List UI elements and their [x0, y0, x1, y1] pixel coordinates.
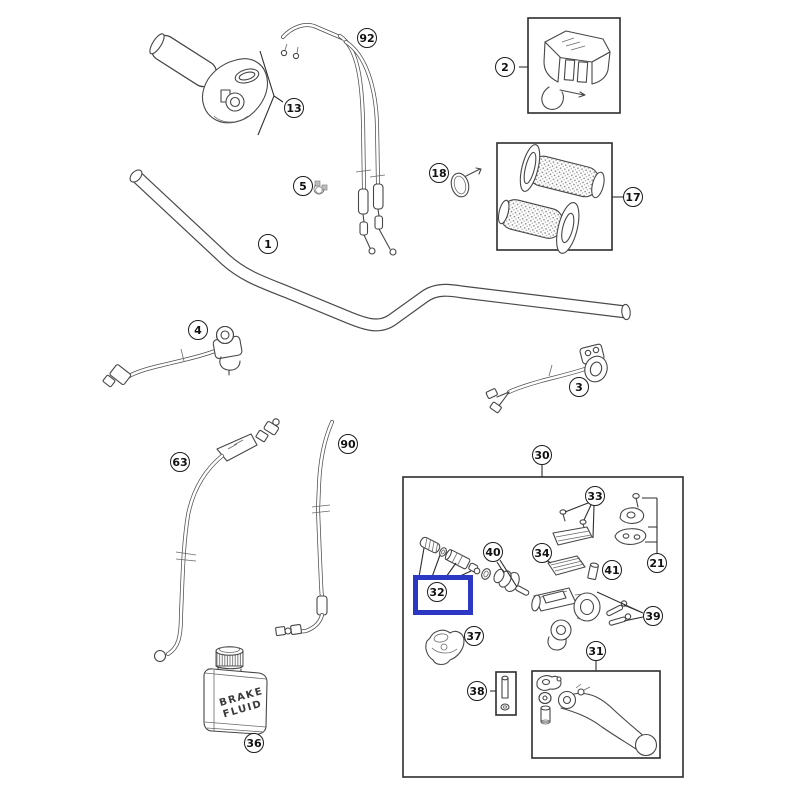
- part-callout-30[interactable]: 30: [532, 445, 552, 465]
- selected-part-highlight: [413, 575, 473, 615]
- throttle-cover-kit-box: [527, 17, 621, 114]
- part-callout-41[interactable]: 41: [602, 560, 622, 580]
- part-callout-18[interactable]: 18: [429, 163, 449, 183]
- grip-set-box: [496, 142, 613, 254]
- part-callout-31[interactable]: 31: [586, 641, 606, 661]
- lever-cover-drawing: [425, 629, 465, 666]
- kill-switch-drawing: [102, 325, 243, 388]
- pin-drawing: [587, 562, 599, 581]
- throttle-cable-drawing: [275, 420, 334, 637]
- brake-fluid-bottle-drawing: BRAKE FLUID: [203, 646, 268, 735]
- part-callout-32[interactable]: 32: [427, 582, 447, 602]
- part-callout-3[interactable]: 3: [569, 377, 589, 397]
- part-callout-39[interactable]: 39: [643, 606, 663, 626]
- clutch-cable-drawing: [153, 418, 280, 663]
- part-callout-40[interactable]: 40: [483, 542, 503, 562]
- master-cylinder-body-drawing: [531, 587, 601, 651]
- part-callout-37[interactable]: 37: [464, 626, 484, 646]
- handlebar-drawing: [129, 169, 631, 332]
- start-switch-drawing: [485, 343, 608, 414]
- piston-kit-drawing: [419, 536, 491, 580]
- cable-clamp-drawing: [313, 180, 328, 195]
- part-callout-1[interactable]: 1: [258, 234, 278, 254]
- part-callout-34[interactable]: 34: [532, 543, 552, 563]
- leader-lines: [257, 50, 658, 692]
- part-callout-90[interactable]: 90: [338, 434, 358, 454]
- boot-kit-drawing: [493, 568, 530, 596]
- part-callout-5[interactable]: 5: [293, 176, 313, 196]
- lever-kit-box: [531, 670, 661, 759]
- reservoir-cover-parts-drawing: [552, 509, 593, 546]
- part-callout-4[interactable]: 4: [188, 320, 208, 340]
- part-callout-17[interactable]: 17: [623, 187, 643, 207]
- part-callout-63[interactable]: 63: [170, 452, 190, 472]
- part-callout-38[interactable]: 38: [467, 681, 487, 701]
- part-callout-13[interactable]: 13: [284, 98, 304, 118]
- throttle-cables-drawing: [280, 23, 397, 256]
- part-callout-36[interactable]: 36: [244, 733, 264, 753]
- twist-grip-assembly-drawing: [149, 33, 269, 124]
- part-callout-92[interactable]: 92: [357, 28, 377, 48]
- part-callout-21[interactable]: 21: [647, 553, 667, 573]
- diaphragm-drawing: [547, 555, 586, 576]
- part-callout-33[interactable]: 33: [585, 486, 605, 506]
- clamp-bracket-parts-drawing: [614, 493, 647, 545]
- cable-tie-drawing: [450, 167, 482, 198]
- part-callout-2[interactable]: 2: [495, 57, 515, 77]
- pin-kit-box: [495, 671, 517, 716]
